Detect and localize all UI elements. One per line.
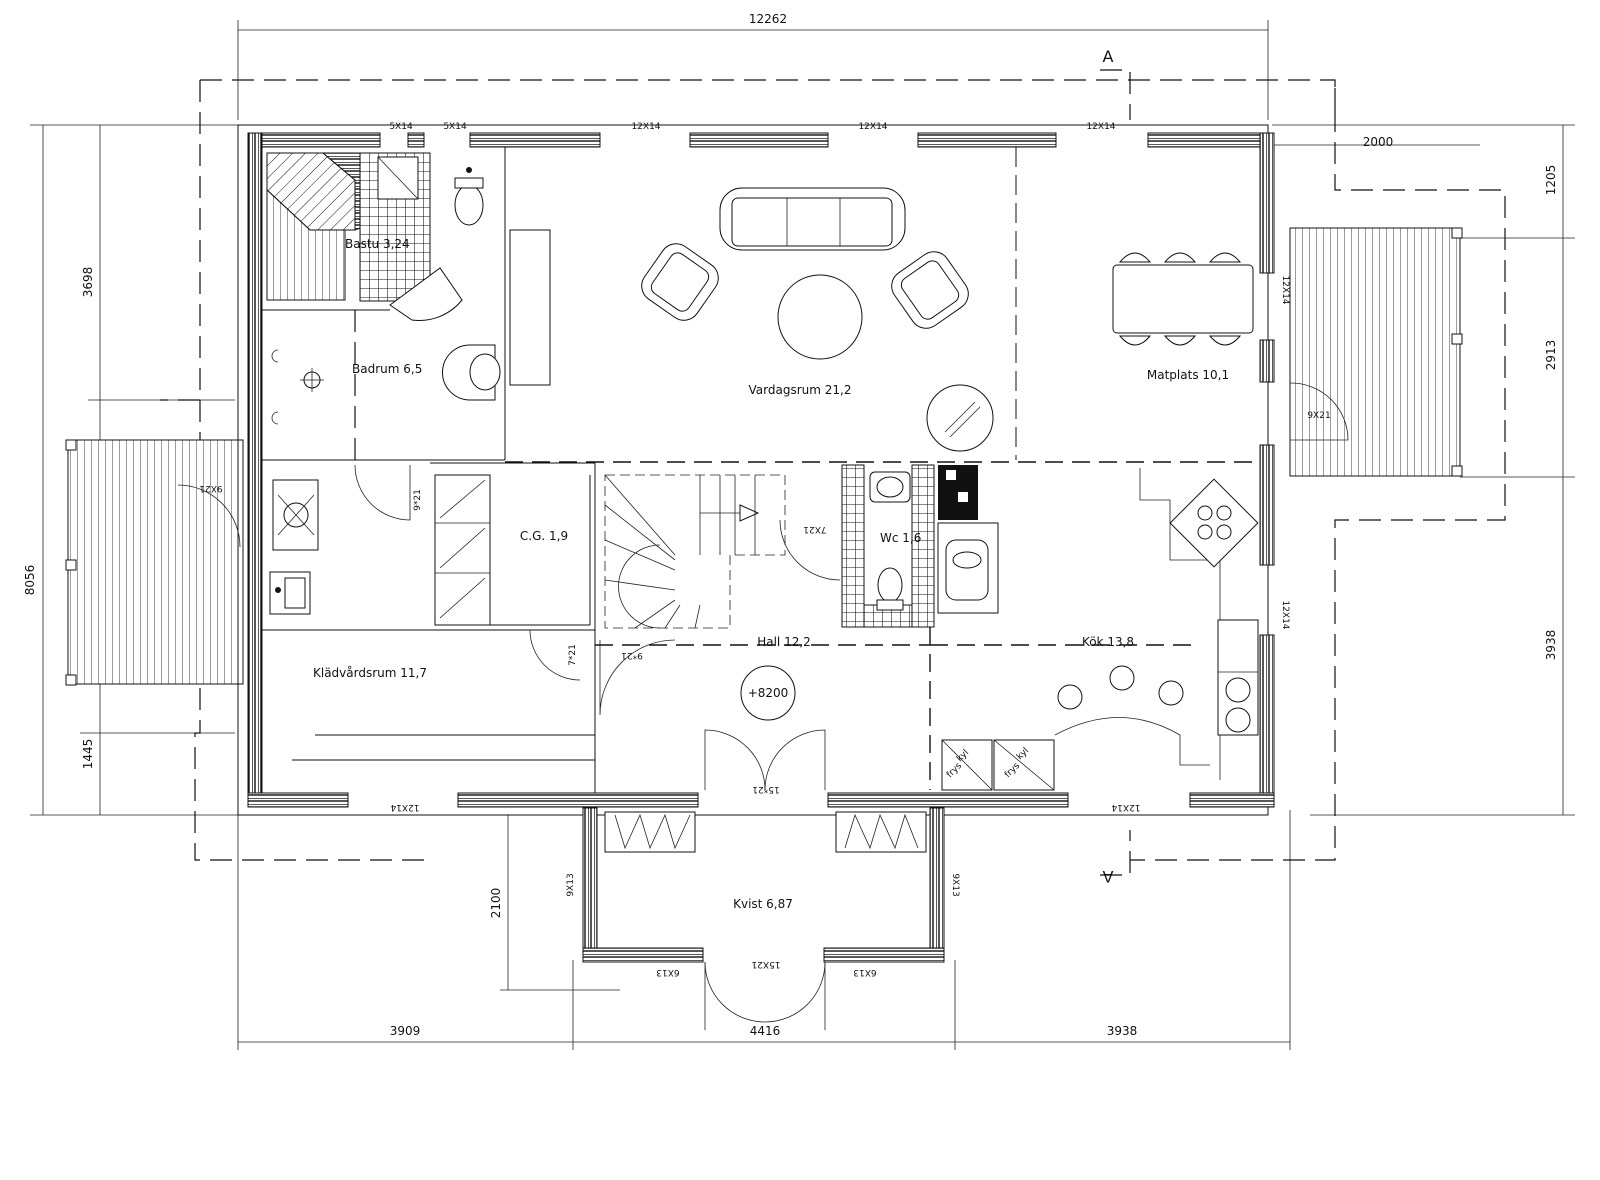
room-label-kok: Kök 13,8: [1082, 635, 1134, 649]
room-label-wc: Wc 1,6: [880, 531, 921, 545]
dim-porch-height: 2100: [489, 888, 503, 919]
room-label-hall: Hall 12,2: [757, 635, 811, 649]
bathroom-fixtures: [271, 310, 501, 460]
door-labels: 9X21 9X21 9*21 7X21 7*21 9*21 15*21: [199, 411, 1330, 794]
door-label: 15*21: [752, 784, 779, 794]
room-label-bastu: Bastu 3,24: [345, 237, 410, 251]
dim-terrace-width: 2000: [1363, 135, 1394, 149]
toilet-bathroom: [454, 167, 484, 226]
window-label: 12X14: [1111, 802, 1140, 812]
window-label: 12X14: [390, 802, 419, 812]
sauna: [266, 152, 463, 321]
window-label: 5X14: [389, 122, 413, 132]
staircase: [604, 474, 786, 629]
dim-left-top: 3698: [81, 267, 95, 298]
window-label: 12X14: [858, 122, 887, 132]
dim-bottom-right: 3938: [1107, 1024, 1138, 1038]
window-label: 6X13: [656, 967, 679, 977]
room-label-kvist: Kvist 6,87: [733, 897, 793, 911]
window-label: 12X14: [1280, 600, 1290, 629]
dim-right-low: 3938: [1544, 630, 1558, 661]
window-label: 12X14: [631, 122, 660, 132]
roof-outline: [160, 69, 1506, 876]
room-label-vardagsrum: Vardagsrum 21,2: [749, 383, 852, 397]
porch: [582, 807, 945, 1030]
window-label: 9X13: [950, 873, 960, 896]
room-label-matplats: Matplats 10,1: [1147, 368, 1229, 382]
wc-fixtures: [841, 464, 999, 628]
dim-right-top: 1205: [1544, 165, 1558, 196]
dim-right-mid: 2913: [1544, 340, 1558, 371]
door-label: 9X21: [199, 483, 222, 493]
dim-bottom-left: 3909: [390, 1024, 421, 1038]
dim-left-low: 1445: [81, 739, 95, 770]
dim-top-overall: 12262: [749, 12, 787, 26]
window-label: 12X14: [1086, 122, 1115, 132]
dim-left-overall: 8056: [23, 565, 37, 596]
living-room-furniture: [641, 187, 994, 452]
kitchen-fixtures: [941, 468, 1259, 791]
hall-fixtures: [529, 629, 826, 791]
window-labels: 5X14 5X14 12X14 12X14 12X14 12X14 12X14 …: [389, 122, 1290, 977]
window-label: 9X13: [566, 873, 576, 896]
window-label: 6X13: [853, 967, 876, 977]
exterior-walls: [237, 124, 1275, 816]
bench-storage: [509, 229, 551, 386]
door-swings: [177, 382, 1349, 581]
section-mark-top: A: [1103, 47, 1114, 66]
terrace-left: [65, 439, 244, 686]
terrace-right: [1289, 227, 1463, 477]
window-label: 12X14: [1280, 275, 1290, 304]
window-label: 5X14: [443, 122, 467, 132]
door-label: 7X21: [803, 524, 826, 534]
door-label: 9X21: [1307, 411, 1330, 421]
room-label-badrum: Badrum 6,5: [352, 362, 422, 376]
room-label-kladvardsrum: Klädvårdsrum 11,7: [313, 666, 427, 680]
window-label: 15X21: [751, 959, 780, 969]
dim-bottom-mid: 4416: [750, 1024, 781, 1038]
closet-cg: [434, 474, 591, 626]
room-label-cg: C.G. 1,9: [520, 529, 568, 543]
dining-furniture: [1112, 252, 1254, 346]
door-label: 9*21: [413, 489, 423, 511]
door-label: 7*21: [568, 644, 578, 666]
door-label: 9*21: [621, 650, 643, 660]
section-mark-bottom: A: [1102, 867, 1113, 886]
level-marker: +8200: [748, 686, 789, 700]
laundry-fixtures: [269, 479, 319, 615]
